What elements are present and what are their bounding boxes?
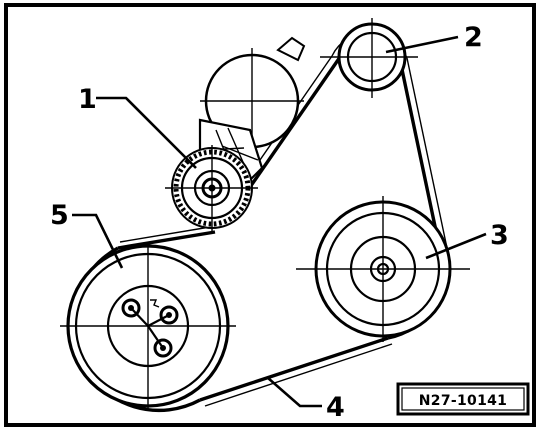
idler-pulley-top bbox=[320, 18, 418, 98]
label-5: 5 bbox=[50, 200, 69, 231]
label-4: 4 bbox=[326, 392, 345, 423]
label-3: 3 bbox=[490, 220, 509, 251]
label-1: 1 bbox=[78, 84, 97, 115]
belt-tensioner bbox=[165, 36, 306, 232]
leader-lines bbox=[72, 35, 487, 408]
reference-box: N27-10141 bbox=[396, 382, 530, 416]
label-2: 2 bbox=[464, 22, 483, 53]
reference-code: N27-10141 bbox=[419, 393, 507, 409]
crankshaft-pulley bbox=[60, 242, 236, 410]
pulley-right bbox=[296, 196, 470, 342]
